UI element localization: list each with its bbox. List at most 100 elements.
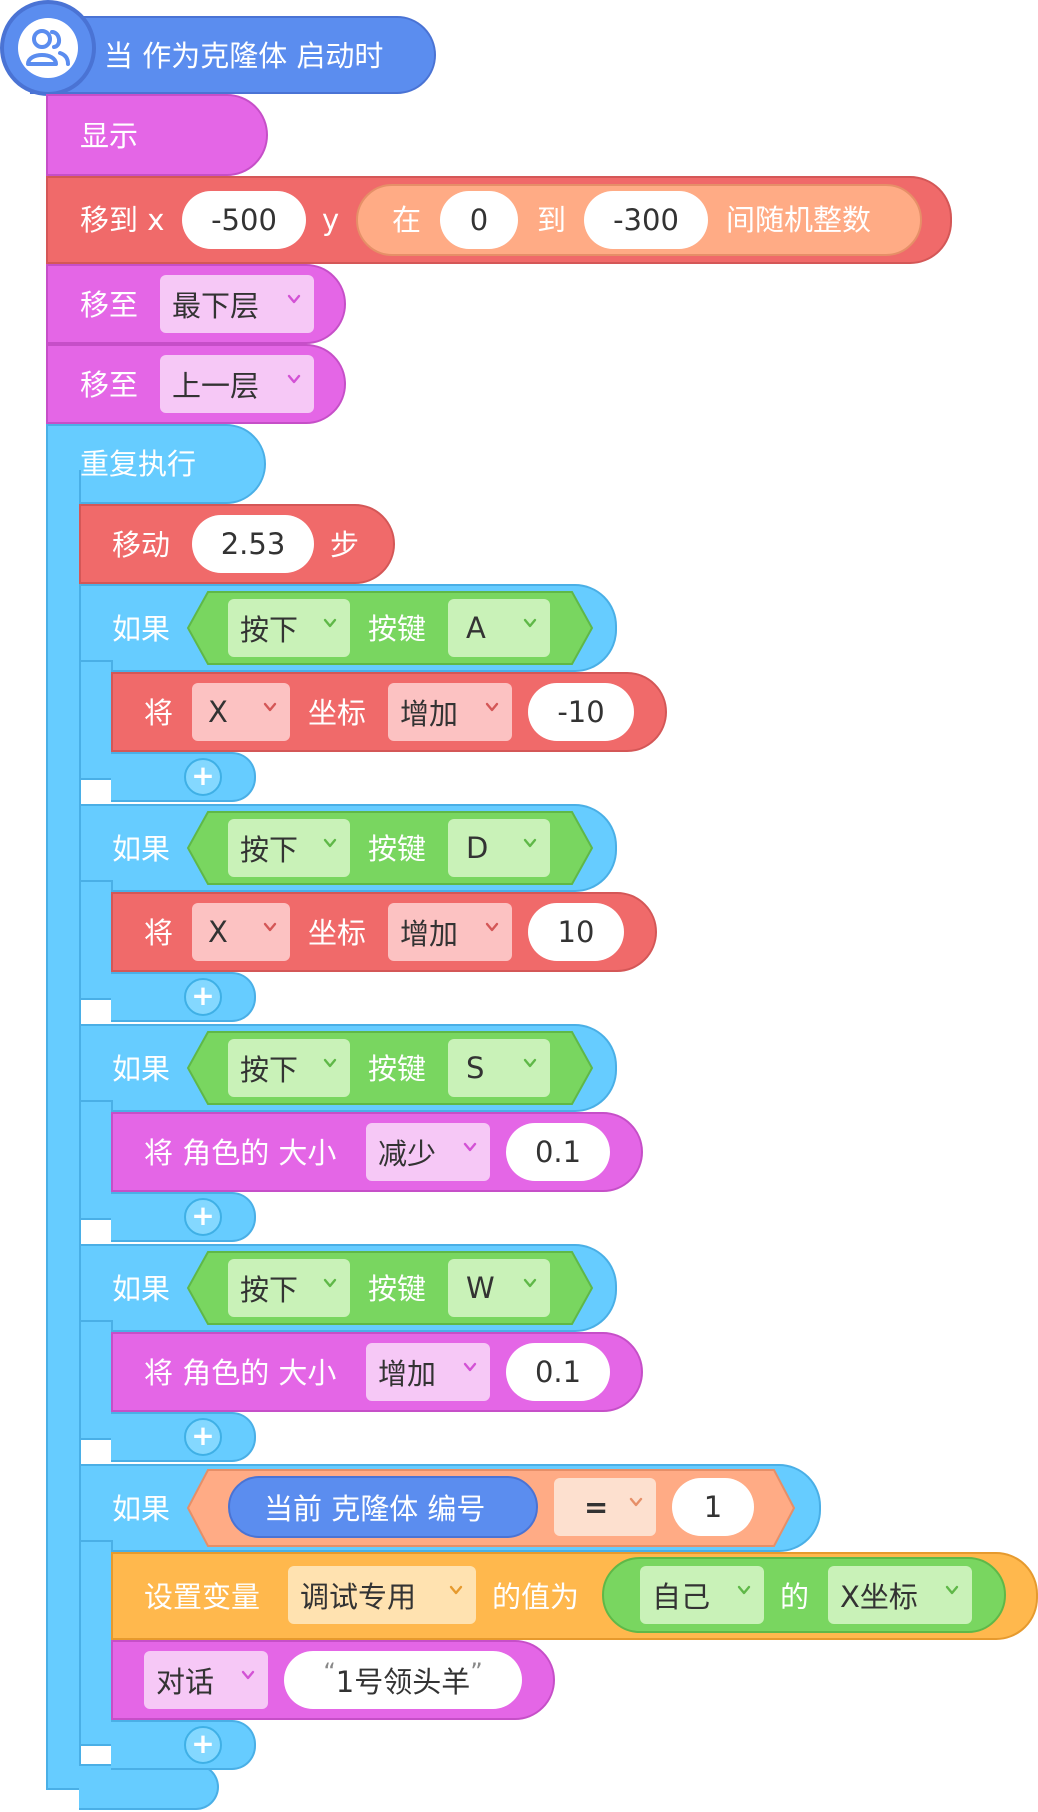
add-block-button[interactable]: + xyxy=(184,1418,222,1456)
property-dropdown[interactable]: X坐标 xyxy=(828,1566,972,1624)
size-op-value: 增加 xyxy=(378,1357,437,1391)
goto-x-label: 移到 x xyxy=(80,203,165,237)
chevron-down-icon xyxy=(323,838,337,848)
axis-value: X xyxy=(208,695,228,729)
key-value: S xyxy=(466,1051,485,1085)
compare-value-input[interactable]: 1 xyxy=(672,1478,754,1536)
key-mode-value: 按下 xyxy=(240,833,299,867)
key-dropdown[interactable]: D xyxy=(448,819,550,877)
if-d-foot xyxy=(111,972,256,1022)
chevron-down-icon xyxy=(287,294,301,304)
add-block-button[interactable]: + xyxy=(184,758,222,796)
chevron-down-icon xyxy=(485,922,499,932)
add-block-button[interactable]: + xyxy=(184,1726,222,1764)
size-value-input[interactable]: 0.1 xyxy=(506,1343,610,1401)
property-value: X坐标 xyxy=(840,1580,918,1614)
variable-dropdown[interactable]: 调试专用 xyxy=(288,1566,476,1624)
if-w-foot xyxy=(111,1412,256,1462)
axis-dropdown[interactable]: X xyxy=(192,683,290,741)
chevron-down-icon xyxy=(945,1585,959,1595)
change-value-input[interactable]: 10 xyxy=(528,903,624,961)
size-op-dropdown[interactable]: 减少 xyxy=(366,1123,490,1181)
say-text-input[interactable]: “ 1号领头羊 ” xyxy=(284,1651,522,1709)
random-from-input[interactable]: 0 xyxy=(440,191,518,249)
key-label: 按键 xyxy=(368,1052,427,1086)
if-a-foot xyxy=(111,752,256,802)
forever-label: 重复执行 xyxy=(80,447,197,481)
key-mode-value: 按下 xyxy=(240,1053,299,1087)
hat-icon-badge xyxy=(0,0,96,96)
key-dropdown[interactable]: W xyxy=(448,1259,550,1317)
chevron-down-icon xyxy=(323,1058,337,1068)
key-label: 按键 xyxy=(368,832,427,866)
key-mode-dropdown[interactable]: 按下 xyxy=(228,599,350,657)
key-mode-value: 按下 xyxy=(240,613,299,647)
key-mode-value: 按下 xyxy=(240,1273,299,1307)
compare-op-value: = xyxy=(584,1490,609,1524)
op-value: 增加 xyxy=(400,697,459,731)
say-mode-dropdown[interactable]: 对话 xyxy=(144,1651,268,1709)
compare-op-dropdown[interactable]: = xyxy=(554,1478,656,1536)
random-to-label: 到 xyxy=(537,203,567,237)
of-label: 的 xyxy=(780,1580,810,1614)
set-variable-label: 设置变量 xyxy=(144,1580,261,1614)
key-mode-dropdown[interactable]: 按下 xyxy=(228,1259,350,1317)
chevron-down-icon xyxy=(737,1585,751,1595)
chevron-down-icon xyxy=(263,702,277,712)
set-label: 将 xyxy=(144,916,174,950)
object-dropdown[interactable]: 自己 xyxy=(640,1566,764,1624)
clone-id-reporter[interactable] xyxy=(228,1476,538,1538)
axis-dropdown[interactable]: X xyxy=(192,903,290,961)
layer-up-label: 移至 xyxy=(80,368,139,402)
key-mode-dropdown[interactable]: 按下 xyxy=(228,819,350,877)
show-block[interactable] xyxy=(46,94,268,176)
if-w-arm xyxy=(79,1320,113,1440)
add-block-button[interactable]: + xyxy=(184,1198,222,1236)
coord-label: 坐标 xyxy=(308,696,367,730)
chevron-down-icon xyxy=(323,618,337,628)
chevron-down-icon xyxy=(629,1497,643,1507)
clone-id-label: 当前 克隆体 编号 xyxy=(264,1492,486,1526)
size-op-dropdown[interactable]: 增加 xyxy=(366,1343,490,1401)
forever-block[interactable] xyxy=(46,424,266,504)
goto-x-input[interactable]: -500 xyxy=(182,191,306,249)
size-label: 将 角色的 大小 xyxy=(144,1136,337,1170)
if-a-arm xyxy=(79,660,113,780)
open-quote: “ xyxy=(323,1658,336,1686)
clone-start-hat-block[interactable] xyxy=(30,16,436,94)
random-from-label: 在 xyxy=(392,203,422,237)
op-dropdown[interactable]: 增加 xyxy=(388,683,512,741)
add-block-button[interactable]: + xyxy=(184,978,222,1016)
if-s-arm xyxy=(79,1100,113,1220)
size-value-input[interactable]: 0.1 xyxy=(506,1123,610,1181)
move-steps-input[interactable]: 2.53 xyxy=(192,515,314,573)
show-label: 显示 xyxy=(80,119,139,153)
op-value: 增加 xyxy=(400,917,459,951)
layer-up-value: 上一层 xyxy=(172,369,260,403)
chevron-down-icon xyxy=(463,1142,477,1152)
chevron-down-icon xyxy=(523,1278,537,1288)
layer-up-dropdown[interactable]: 上一层 xyxy=(160,355,314,413)
if-clone-arm xyxy=(79,1540,113,1746)
chevron-down-icon xyxy=(241,1670,255,1680)
close-quote: ” xyxy=(470,1658,483,1686)
chevron-down-icon xyxy=(523,618,537,628)
random-suffix-label: 间随机整数 xyxy=(726,203,872,237)
key-dropdown[interactable]: A xyxy=(448,599,550,657)
say-mode-value: 对话 xyxy=(156,1665,215,1699)
value-of-label: 的值为 xyxy=(492,1580,580,1614)
key-value: D xyxy=(466,831,489,865)
size-op-value: 减少 xyxy=(378,1137,437,1171)
hat-label: 当 作为克隆体 启动时 xyxy=(104,39,384,73)
op-dropdown[interactable]: 增加 xyxy=(388,903,512,961)
key-label: 按键 xyxy=(368,1272,427,1306)
random-to-input[interactable]: -300 xyxy=(584,191,708,249)
if-s-foot xyxy=(111,1192,256,1242)
move-suffix-label: 步 xyxy=(330,528,360,562)
layer-bottom-dropdown[interactable]: 最下层 xyxy=(160,275,314,333)
key-value: W xyxy=(466,1271,495,1305)
key-mode-dropdown[interactable]: 按下 xyxy=(228,1039,350,1097)
key-dropdown[interactable]: S xyxy=(448,1039,550,1097)
change-value-input[interactable]: -10 xyxy=(528,683,634,741)
chevron-down-icon xyxy=(263,922,277,932)
